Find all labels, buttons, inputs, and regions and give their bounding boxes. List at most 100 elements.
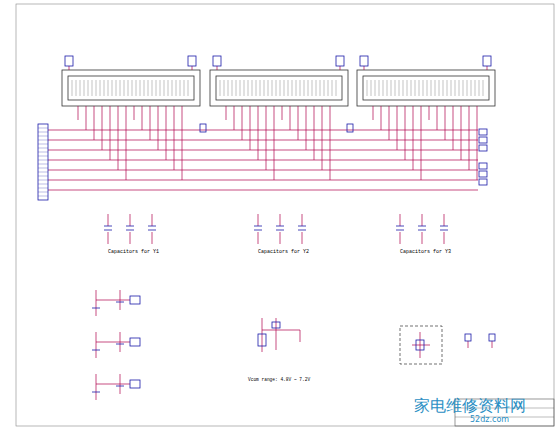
connector-pins: [68, 76, 194, 100]
wire: [302, 214, 303, 244]
wire: [412, 332, 430, 358]
test-point: [479, 179, 487, 185]
pin-mark: [260, 80, 261, 96]
pin-mark: [136, 80, 137, 96]
pin-mark: [455, 80, 456, 96]
pin-mark: [387, 80, 388, 96]
pin-mark: [375, 80, 376, 96]
wire: [400, 214, 401, 244]
pin-mark: [328, 80, 329, 96]
wire: [330, 106, 331, 180]
test-point: [479, 129, 487, 135]
pin-mark: [38, 148, 48, 149]
test-point: [479, 163, 487, 169]
pin-mark: [88, 80, 89, 96]
pin-mark: [415, 80, 416, 96]
capacitor-symbol: [276, 226, 284, 230]
pin-mark: [100, 80, 101, 96]
bus-wire: [48, 140, 478, 141]
pin-mark: [38, 196, 48, 197]
pin-mark: [38, 172, 48, 173]
pin-mark: [272, 80, 273, 96]
pin-mark: [38, 184, 48, 185]
wire: [110, 106, 111, 160]
capacitor-symbol: [418, 226, 426, 230]
pin-mark: [168, 80, 169, 96]
wire: [314, 106, 315, 160]
header-connector: [38, 124, 48, 200]
bus-wire: [48, 150, 478, 151]
wire: [250, 106, 251, 150]
pin-mark: [252, 80, 253, 96]
pin-mark: [475, 80, 476, 96]
pin-mark: [112, 80, 113, 96]
wire: [381, 106, 382, 130]
wire: [298, 106, 299, 140]
pin-mark: [284, 80, 285, 96]
pin-mark: [407, 80, 408, 96]
wire: [174, 106, 175, 170]
section-note: Capacitors for Y2: [258, 250, 309, 255]
pin-mark: [240, 80, 241, 96]
wire: [421, 106, 422, 180]
wire: [468, 341, 469, 348]
capacitor-symbol: [298, 226, 306, 230]
pin-mark: [288, 80, 289, 96]
pin-mark: [84, 80, 85, 96]
wire: [96, 374, 130, 400]
pin-mark: [379, 80, 380, 96]
mount-symbol: [483, 56, 491, 66]
watermark: 52dz.com: [470, 416, 509, 424]
wire: [166, 106, 167, 160]
pin-mark: [264, 80, 265, 96]
pin-mark: [447, 80, 448, 96]
bus-wire: [48, 160, 478, 161]
pin-mark: [411, 80, 412, 96]
pin-mark: [276, 80, 277, 96]
pin-mark: [479, 80, 480, 96]
capacitor-symbol: [200, 124, 206, 132]
capacitor-symbol: [254, 226, 262, 230]
pin-mark: [332, 80, 333, 96]
capacitor-symbol: [126, 226, 134, 230]
pin-mark: [38, 180, 48, 181]
watermark: 家电维修资料网: [414, 398, 526, 414]
pin-mark: [268, 80, 269, 96]
wire: [150, 106, 151, 140]
wire: [134, 106, 135, 120]
pin-mark: [96, 80, 97, 96]
wire: [130, 214, 131, 244]
wire: [282, 106, 283, 120]
section-note: Capacitors for Y1: [108, 250, 159, 255]
pin-mark: [443, 80, 444, 96]
pin-mark: [172, 80, 173, 96]
pin-mark: [324, 80, 325, 96]
pin-mark: [236, 80, 237, 96]
pin-mark: [38, 144, 48, 145]
pin-mark: [38, 188, 48, 189]
bus-wire: [48, 190, 478, 191]
pin-mark: [316, 80, 317, 96]
pin-mark: [256, 80, 257, 96]
wire: [108, 214, 109, 244]
wire: [306, 106, 307, 150]
test-point: [479, 171, 487, 177]
capacitor-symbol: [92, 386, 124, 392]
pin-mark: [459, 80, 460, 96]
potentiometer-symbol: [258, 334, 266, 346]
pin-mark: [371, 80, 372, 96]
mount-symbol: [360, 56, 368, 66]
wire: [373, 106, 374, 120]
wire: [444, 214, 445, 244]
wire: [94, 106, 95, 140]
wire: [461, 106, 462, 160]
pin-mark: [280, 80, 281, 96]
pin-mark: [383, 80, 384, 96]
wire: [280, 214, 281, 244]
ic-symbol: [130, 296, 140, 304]
wire: [453, 106, 454, 150]
pin-mark: [148, 80, 149, 96]
connector-pins: [216, 76, 342, 100]
wire: [364, 66, 487, 70]
